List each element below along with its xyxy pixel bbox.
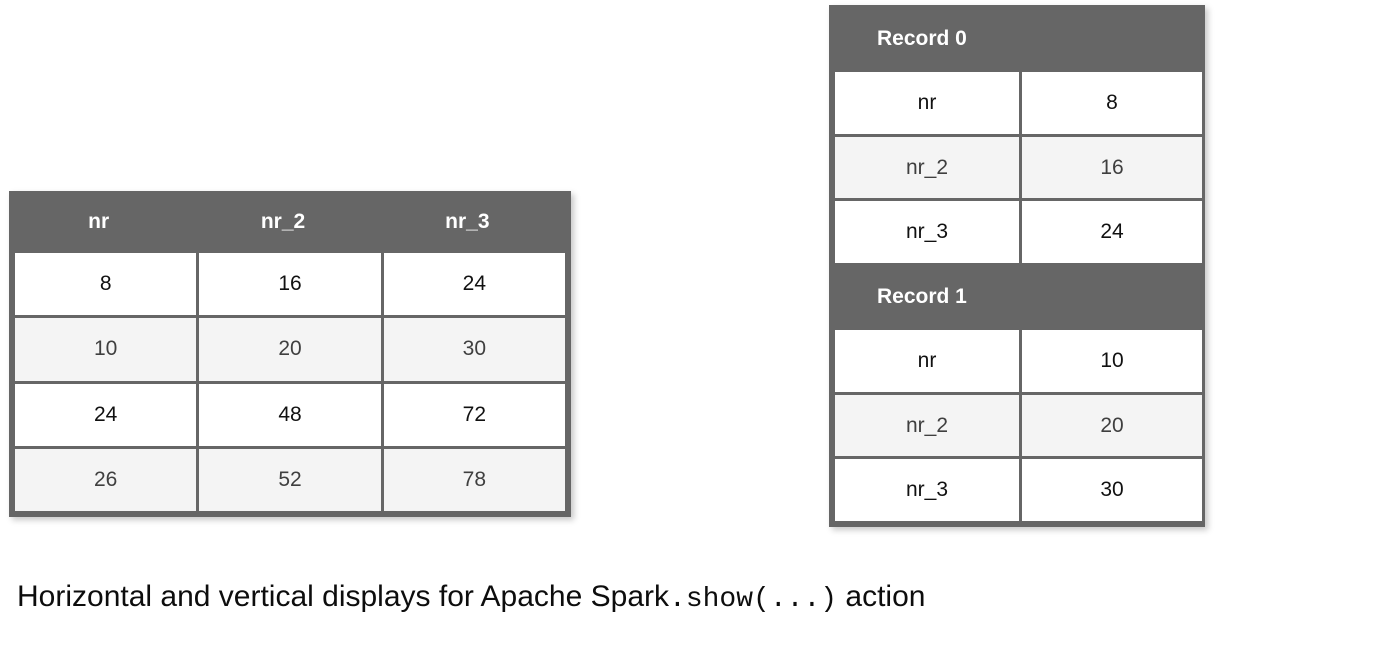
table-row: 26 52 78 [11, 445, 569, 515]
column-header-nr-2[interactable]: nr_2 [196, 194, 384, 253]
record-field-row: nr_2 20 [832, 391, 1205, 460]
horizontal-table-body: 8 16 24 10 20 30 24 48 72 26 52 78 [11, 249, 569, 515]
caption-code: .show(...) [669, 584, 838, 615]
field-value: 20 [1019, 391, 1205, 460]
record-header-0[interactable]: Record 0 [832, 8, 1205, 73]
cell-nr-2: 48 [196, 380, 384, 449]
table-row: 24 48 72 [11, 380, 569, 449]
cell-nr: 8 [11, 249, 200, 319]
cell-nr-2: 20 [196, 315, 384, 384]
record-field-row: nr_3 24 [832, 198, 1205, 266]
field-value: 30 [1019, 456, 1205, 524]
cell-nr: 10 [11, 315, 200, 384]
caption-text-before: Horizontal and vertical displays for Apa… [17, 580, 670, 613]
vertical-table-body: Record 0 nr 8 nr_2 16 nr_3 24 Record 1 n… [832, 8, 1205, 524]
field-key: nr [832, 327, 1022, 395]
vertical-display-table: Record 0 nr 8 nr_2 16 nr_3 24 Record 1 n… [829, 5, 1205, 527]
cell-nr-2: 16 [196, 249, 384, 319]
figure-caption: Horizontal and vertical displays for Apa… [17, 580, 925, 615]
cell-nr-3: 72 [380, 380, 569, 449]
record-field-row: nr 8 [832, 69, 1205, 137]
record-header-1[interactable]: Record 1 [832, 262, 1205, 331]
table-row: 10 20 30 [11, 315, 569, 384]
cell-nr-3: 24 [380, 249, 569, 319]
field-key: nr_3 [832, 456, 1022, 524]
field-value: 10 [1019, 327, 1205, 395]
cell-nr-3: 30 [380, 315, 569, 384]
field-key: nr [832, 69, 1022, 137]
cell-nr: 24 [11, 380, 200, 449]
horizontal-table-head: nr nr_2 nr_3 [11, 194, 569, 253]
horizontal-display-table: nr nr_2 nr_3 8 16 24 10 20 30 24 48 72 [9, 191, 571, 517]
cell-nr: 26 [11, 445, 200, 515]
record-field-row: nr 10 [832, 327, 1205, 395]
field-value: 16 [1019, 133, 1205, 202]
record-field-row: nr_2 16 [832, 133, 1205, 202]
record-header-row: Record 1 [832, 262, 1205, 331]
column-header-nr-3[interactable]: nr_3 [380, 194, 569, 253]
record-header-row: Record 0 [832, 8, 1205, 73]
horizontal-table-grid: nr nr_2 nr_3 8 16 24 10 20 30 24 48 72 [11, 194, 569, 515]
cell-nr-2: 52 [196, 445, 384, 515]
field-key: nr_3 [832, 198, 1022, 266]
table-row: 8 16 24 [11, 249, 569, 319]
field-key: nr_2 [832, 133, 1022, 202]
column-header-nr[interactable]: nr [11, 194, 200, 253]
vertical-table-grid: Record 0 nr 8 nr_2 16 nr_3 24 Record 1 n… [832, 8, 1205, 524]
field-value: 24 [1019, 198, 1205, 266]
field-key: nr_2 [832, 391, 1022, 460]
record-field-row: nr_3 30 [832, 456, 1205, 524]
horizontal-header-row: nr nr_2 nr_3 [11, 194, 569, 253]
cell-nr-3: 78 [380, 445, 569, 515]
caption-text-after: action [845, 580, 926, 613]
field-value: 8 [1019, 69, 1205, 137]
